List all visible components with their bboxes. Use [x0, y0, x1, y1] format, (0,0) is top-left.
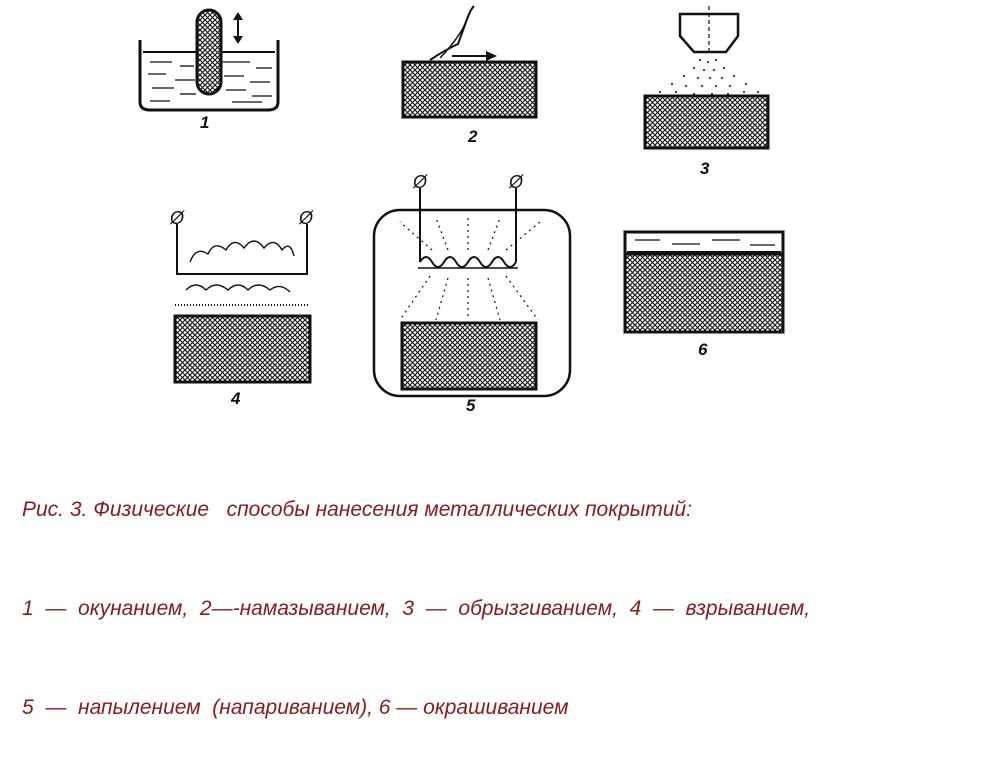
- label-method-2: 2: [467, 127, 478, 146]
- label-method-1: 1: [200, 113, 209, 132]
- svg-text:Ø: Ø: [298, 208, 314, 228]
- label-method-3: 3: [700, 159, 710, 178]
- caption-line-1: Рис. 3. Физические способы нанесения мет…: [22, 498, 692, 521]
- method-2-brushing: [401, 5, 538, 119]
- coating-methods-figure: 1 2 3 Ø Ø 4 Ø Ø: [138, 5, 785, 415]
- label-method-5: 5: [466, 396, 476, 415]
- caption-line-3: 5 — напылением (напариванием), 6 — окраш…: [22, 696, 569, 719]
- label-method-4: 4: [230, 389, 241, 408]
- method-4-explosion: Ø Ø: [169, 208, 314, 384]
- label-method-6: 6: [698, 340, 708, 359]
- caption-line-2: 1 — окунанием, 2—-намазыванием, 3 — обры…: [22, 597, 811, 620]
- method-6-painting: [623, 230, 785, 334]
- method-1-dipping: [138, 8, 280, 112]
- method-3-spraying: [643, 6, 770, 150]
- svg-text:Ø: Ø: [169, 208, 185, 228]
- method-5-sputtering: Ø Ø: [372, 172, 572, 398]
- svg-text:Ø: Ø: [412, 172, 428, 192]
- svg-text:Ø: Ø: [508, 172, 524, 192]
- figure-caption: Рис. 3. Физические способы нанесения мет…: [22, 427, 992, 757]
